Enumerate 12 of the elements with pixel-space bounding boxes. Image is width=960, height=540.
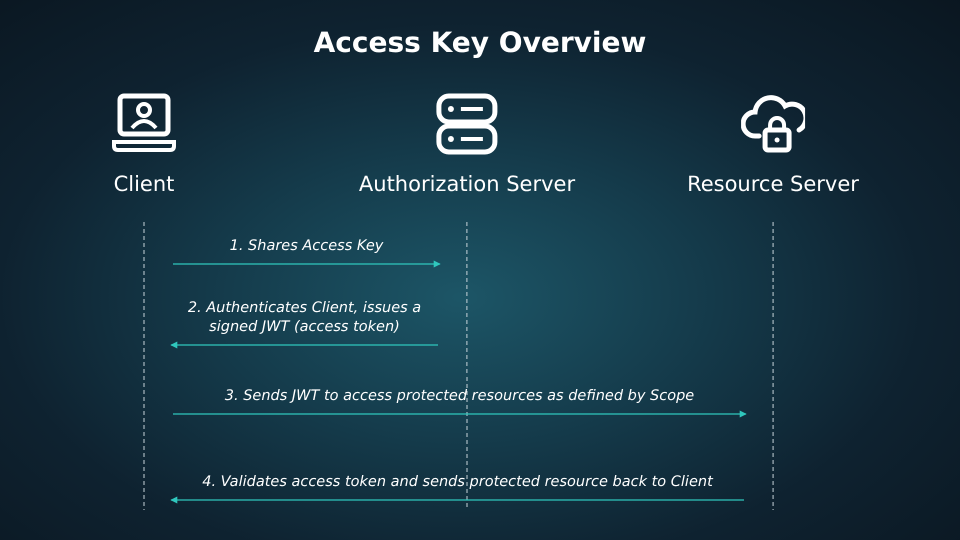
arrow [173, 410, 747, 418]
participant-name: Authorization Server [358, 172, 576, 196]
arrow [170, 342, 438, 348]
edge-label: 2. Authenticates Client, issues a signed JWT (access token) [186, 299, 422, 337]
edge-label: 4. Validates access token and sends protected resource back to Client [202, 473, 713, 492]
participant-name: Resource Server [687, 172, 859, 196]
participant-name: Client [114, 172, 174, 196]
edge-label: 3. Sends JWT to access protected resources as defined by Scope [224, 387, 694, 406]
arrow [173, 260, 441, 268]
arrow [170, 496, 744, 504]
edge-label: 1. Shares Access Key [230, 237, 384, 256]
diagram-title: Access Key Overview [312, 26, 648, 59]
